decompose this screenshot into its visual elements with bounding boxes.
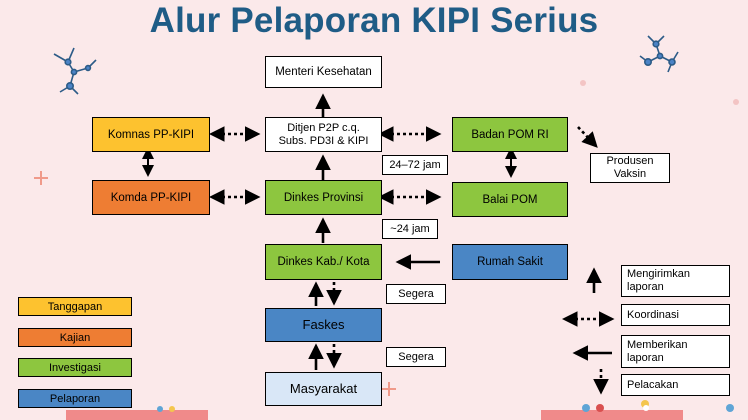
time-label-24-72: 24–72 jam: [382, 155, 448, 175]
legend-pelaporan: Pelaporan: [18, 389, 132, 408]
time-label-24: ~24 jam: [382, 219, 438, 239]
arrow-legend-memberikan: Memberikan laporan: [621, 335, 730, 368]
arrow-legend-koordinasi: Koordinasi: [621, 304, 730, 326]
dot-icon: [580, 80, 739, 105]
legend-tanggapan: Tanggapan: [18, 297, 132, 316]
balai-pom-box: Balai POM: [452, 182, 568, 217]
dinkes-kab-kota-box: Dinkes Kab./ Kota: [265, 244, 382, 280]
faskes-box: Faskes: [265, 308, 382, 342]
time-label-segera-1: Segera: [386, 284, 446, 304]
bottom-decoration: [66, 400, 734, 420]
badan-pom-ri-box: Badan POM RI: [452, 117, 568, 152]
rumah-sakit-box: Rumah Sakit: [452, 244, 568, 280]
komda-pp-kipi-box: Komda PP-KIPI: [92, 180, 210, 215]
arrow-legend-pelacakan: Pelacakan: [621, 374, 730, 396]
masyarakat-box: Masyarakat: [265, 372, 382, 406]
legend-kajian: Kajian: [18, 328, 132, 347]
time-label-segera-2: Segera: [386, 347, 446, 367]
komnas-pp-kipi-box: Komnas PP-KIPI: [92, 117, 210, 152]
page-title: Alur Pelaporan KIPI Serius: [149, 1, 599, 40]
legend-investigasi: Investigasi: [18, 358, 132, 377]
produsen-vaksin-box: Produsen Vaksin: [590, 153, 670, 183]
arrow-legend-mengirimkan: Mengirimkan laporan: [621, 265, 730, 297]
molecule-icon-left: [53, 47, 97, 95]
dotted-arrow-badanpom-produsen: [577, 126, 598, 148]
menteri-kesehatan-box: Menteri Kesehatan: [265, 56, 382, 88]
molecule-icon-right: [639, 35, 679, 73]
plus-sign-icon: [34, 171, 396, 396]
ditjen-box: Ditjen P2P c.q. Subs. PD3I & KIPI: [265, 117, 382, 152]
dinkes-provinsi-box: Dinkes Provinsi: [265, 180, 382, 215]
